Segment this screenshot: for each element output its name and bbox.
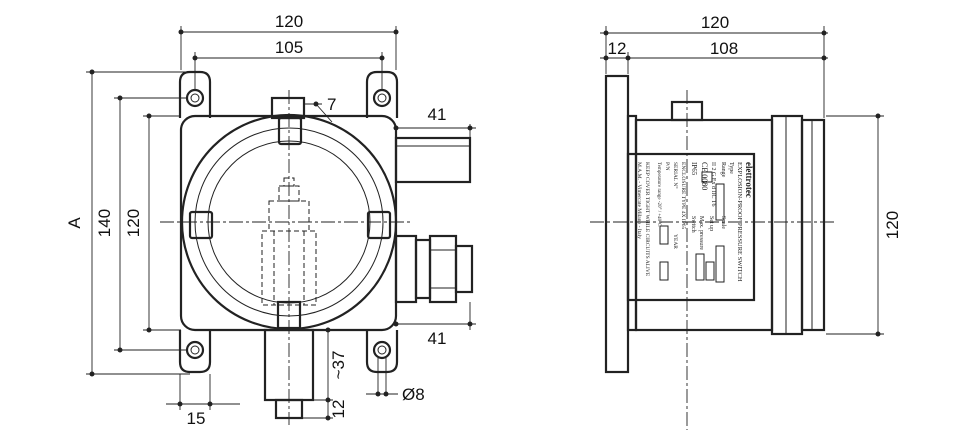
svg-text:Range: Range — [720, 162, 726, 178]
mounting-lug-bottom-right — [365, 330, 399, 374]
dim-top-gland: 41 — [393, 105, 476, 138]
svg-text:12: 12 — [329, 400, 348, 419]
svg-text:120: 120 — [275, 12, 303, 31]
front-view: 120 105 A 140 — [65, 12, 476, 428]
svg-text:12: 12 — [608, 39, 627, 58]
svg-text:120: 120 — [701, 13, 729, 32]
side-cover — [770, 114, 804, 336]
svg-text:SERIAL N°: SERIAL N° — [672, 162, 679, 189]
dim-flange-offset: 7 — [304, 95, 336, 123]
svg-text:IP65: IP65 — [690, 162, 698, 176]
dim-foot-width: 15 — [166, 374, 240, 428]
dim-side-overall-width: 120 — [600, 13, 828, 118]
svg-text:108: 108 — [710, 39, 738, 58]
svg-text:~37: ~37 — [329, 351, 348, 380]
svg-text:Scale: Scale — [720, 216, 726, 229]
svg-text:P/N: P/N — [664, 162, 670, 171]
top-cable-gland — [394, 136, 472, 184]
svg-text:Ø8: Ø8 — [402, 385, 425, 404]
svg-text:120: 120 — [883, 211, 902, 239]
dim-stem-length: ~37 — [302, 327, 348, 403]
svg-text:140: 140 — [95, 209, 114, 237]
dim-height-A: A — [65, 69, 190, 377]
svg-text:Switch: Switch — [690, 216, 696, 233]
dim-side-height: 120 — [826, 113, 902, 337]
dim-bottom-gland: 41 — [393, 302, 476, 348]
mounting-lug-bottom-left — [178, 330, 212, 374]
svg-text:YEAR: YEAR — [672, 234, 678, 249]
svg-text:15: 15 — [187, 409, 206, 428]
svg-text:Set up: Set up — [708, 216, 714, 231]
svg-text:elettrotec: elettrotec — [744, 162, 754, 198]
cover-boss-right — [366, 210, 392, 240]
nameplate: elettrotec EXPLOSION-PROOF PRESSURE SWIT… — [626, 152, 756, 302]
cover-boss-left — [188, 210, 214, 240]
svg-text:ENCLOSURE TYPE 4X IP65: ENCLOSURE TYPE 4X IP65 — [680, 162, 686, 230]
svg-text:105: 105 — [275, 38, 303, 57]
svg-text:41: 41 — [428, 329, 447, 348]
mounting-flange — [604, 74, 630, 374]
dim-height-outer: 140 — [95, 95, 186, 353]
svg-text:KEEP COVER TIGHT WHILE CIRCUIT: KEEP COVER TIGHT WHILE CIRCUITS ALIVE — [644, 162, 650, 277]
svg-text:Type: Type — [728, 162, 734, 174]
top-plug — [270, 96, 306, 120]
side-view: elettrotec EXPLOSION-PROOF PRESSURE SWIT… — [590, 13, 902, 430]
bottom-cable-gland — [394, 234, 474, 304]
dim-height-inner: 120 — [124, 113, 181, 333]
dim-overall-width: 120 — [178, 12, 399, 70]
svg-text:7: 7 — [327, 95, 336, 114]
dim-hole-diameter: Ø8 — [366, 358, 425, 404]
dim-side-depth: 108 — [628, 39, 828, 61]
svg-text:Max. pressure: Max. pressure — [698, 216, 704, 250]
svg-text:II 2 G Ex d IIC T6: II 2 G Ex d IIC T6 — [710, 162, 716, 207]
dim-hole-spacing: 105 — [192, 38, 385, 90]
svg-text:120: 120 — [124, 209, 143, 237]
svg-text:CE 0080: CE 0080 — [700, 162, 709, 190]
svg-text:M.A.M. - Vimercate Milano - It: M.A.M. - Vimercate Milano - Italy — [636, 162, 642, 239]
svg-text:41: 41 — [428, 105, 447, 124]
svg-text:Temperature range -20° / +40°C: Temperature range -20° / +40°C — [656, 162, 661, 227]
cover-boss-top — [277, 116, 303, 146]
svg-text:A: A — [65, 217, 84, 229]
dim-stem-end: 12 — [302, 400, 348, 421]
